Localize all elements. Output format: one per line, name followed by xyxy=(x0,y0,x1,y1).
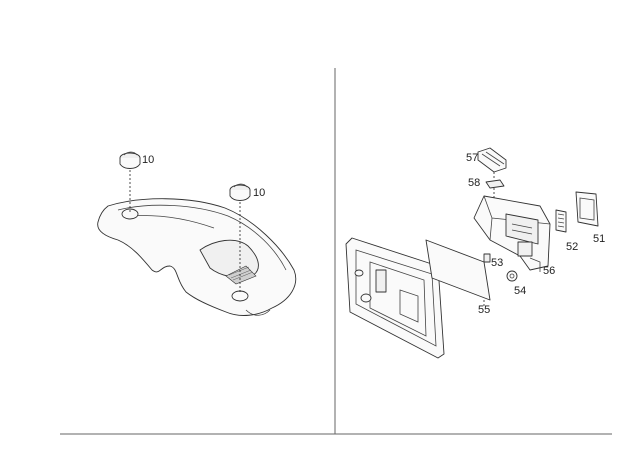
callout-58: 58 xyxy=(468,177,480,189)
dash-panel-inner xyxy=(117,204,287,271)
left-assembly: 10 10 xyxy=(97,151,297,316)
filter-element xyxy=(555,209,567,233)
seal-sheet xyxy=(425,239,491,301)
gasket xyxy=(485,179,505,189)
mount-hole xyxy=(231,290,249,302)
vent-grille xyxy=(225,265,257,285)
callout-10: 10 xyxy=(142,154,154,166)
mount-hole xyxy=(121,208,139,220)
callout-57: 57 xyxy=(466,152,478,164)
screw xyxy=(483,253,491,263)
plug-cap xyxy=(119,151,141,169)
nut xyxy=(506,270,518,282)
callout-52: 52 xyxy=(566,241,578,253)
callout-55: 55 xyxy=(478,304,490,316)
dash-side-lip xyxy=(245,309,271,316)
duct-piece xyxy=(477,147,507,173)
filter-cover xyxy=(575,191,599,227)
callout-53: 53 xyxy=(491,257,503,269)
right-assembly: 57 58 52 51 53 56 54 55 xyxy=(345,147,605,359)
callout-54: 54 xyxy=(514,285,526,297)
dash-panel xyxy=(97,198,297,316)
callout-56: 56 xyxy=(543,265,555,277)
callout-10: 10 xyxy=(253,187,265,199)
plug-cap xyxy=(229,183,251,201)
callout-51: 51 xyxy=(593,233,605,245)
insulation-panel-inner xyxy=(355,249,437,347)
insulation-panel xyxy=(345,237,445,359)
